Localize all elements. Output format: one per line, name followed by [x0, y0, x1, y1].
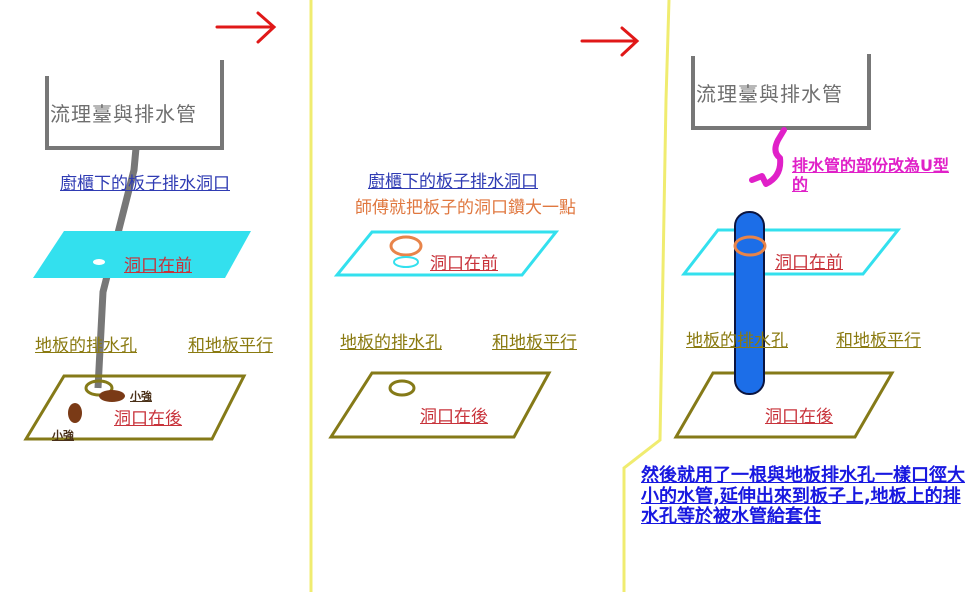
widened-hole-3 [733, 235, 767, 257]
sink-label: 流理臺與排水管 [50, 102, 197, 126]
cabinet-board-1 [33, 231, 251, 278]
parallel-label: 和地板平行 [188, 336, 273, 356]
cabinet-board-2 [333, 230, 560, 277]
floor-hole-back-label: 洞口在後 [420, 407, 488, 427]
red-arrow-2 [580, 26, 640, 57]
floor-drain-label: 地板的排水孔 [35, 336, 137, 356]
explanation-note: 然後就用了一根與地板排水孔一樣口徑大小的水管,延伸出來到板子上,地板上的排水孔等… [641, 465, 965, 528]
u-pipe-label: 排水管的部份改為U型的 [792, 156, 949, 195]
board-hole-2 [393, 256, 419, 268]
red-arrow-1 [215, 11, 277, 44]
board-hole-front-label: 洞口在前 [775, 253, 843, 273]
widen-hole-label: 師傅就把板子的洞口鑽大一點 [355, 198, 576, 218]
roach-blob-1 [99, 390, 125, 402]
board-hole-1 [93, 259, 105, 265]
floor-drain-label: 地板的排水孔 [340, 333, 442, 353]
sink-label: 流理臺與排水管 [696, 82, 843, 106]
floor-2 [328, 371, 552, 439]
board-hole-front-label: 洞口在前 [124, 256, 192, 276]
board-hole-front-label: 洞口在前 [430, 254, 498, 274]
floor-drain-2 [388, 379, 416, 397]
cabinet-board-label: 廚櫃下的板子排水洞口 [368, 172, 538, 192]
roach-label-1: 小強 [130, 390, 152, 403]
floor-hole-back-label: 洞口在後 [114, 409, 182, 429]
floor-drain-label: 地板的排水孔 [686, 331, 788, 351]
roach-label-2: 小強 [52, 429, 74, 442]
floor-drain-1 [84, 379, 114, 397]
parallel-label: 和地板平行 [492, 333, 577, 353]
floor-1 [23, 374, 247, 441]
parallel-label: 和地板平行 [836, 331, 921, 351]
panel-divider-2 [622, 0, 671, 592]
cabinet-board-label: 廚櫃下的板子排水洞口 [60, 174, 230, 194]
roach-blob-2 [68, 403, 82, 423]
sink-basin-3 [691, 54, 871, 130]
floor-hole-back-label: 洞口在後 [765, 407, 833, 427]
blue-extension-pipe [734, 211, 765, 395]
floor-3 [673, 371, 895, 439]
widened-hole-2 [389, 235, 423, 257]
u-shaped-pipe [749, 127, 787, 187]
cabinet-board-3 [680, 228, 902, 276]
